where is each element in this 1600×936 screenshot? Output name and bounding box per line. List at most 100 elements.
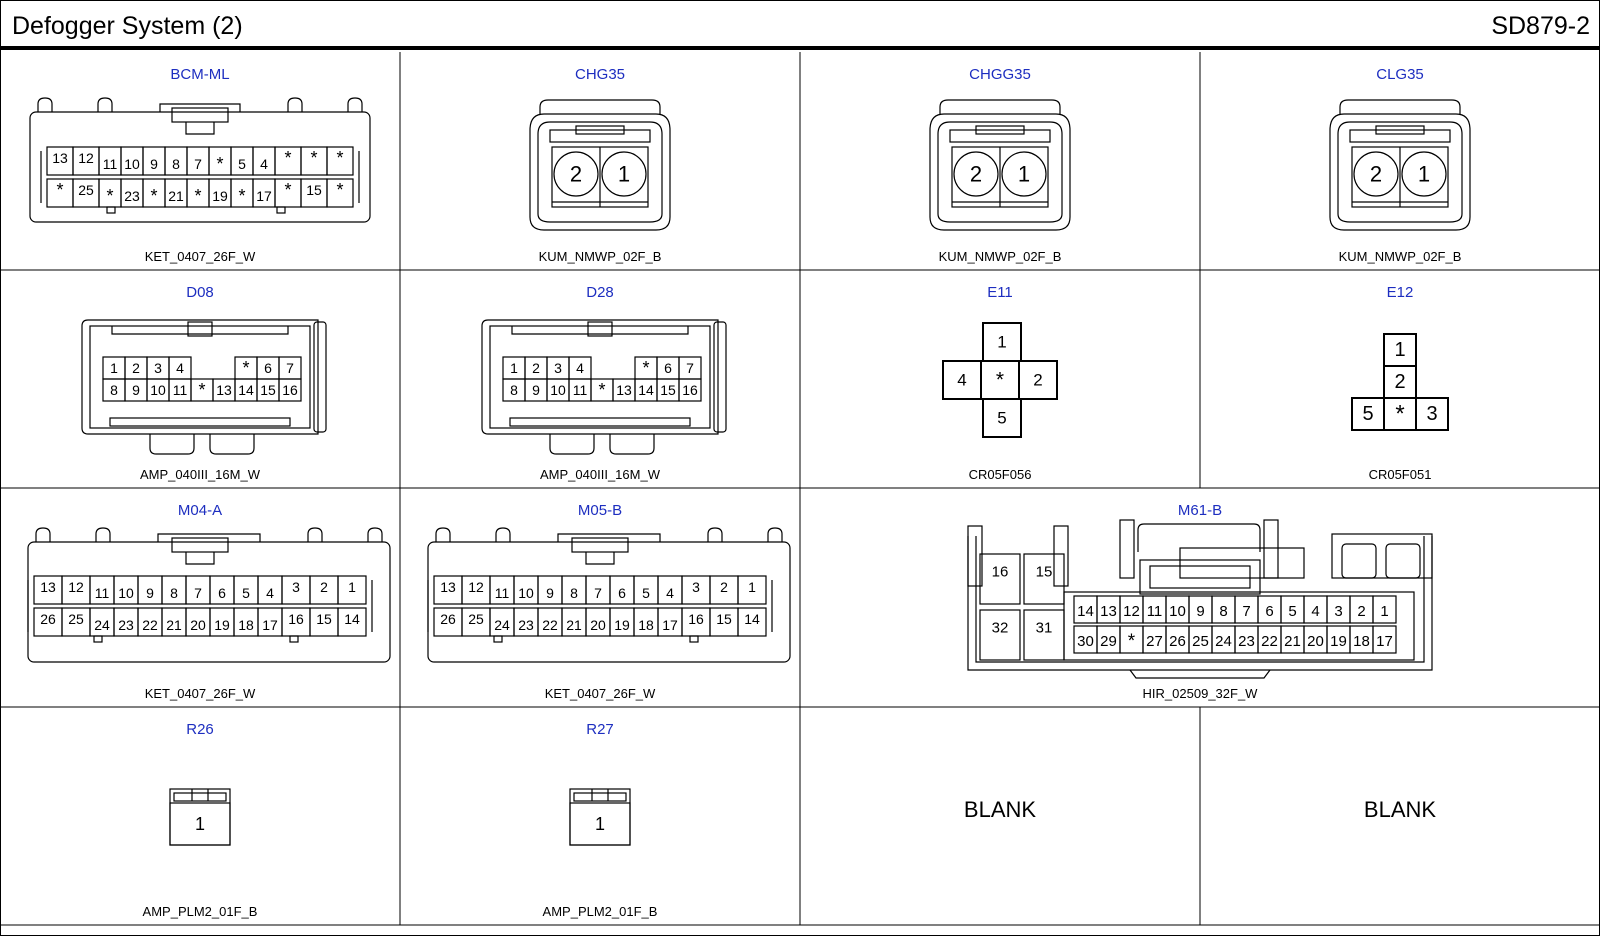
- pin-label: 5: [642, 585, 650, 601]
- pin-label: 17: [256, 188, 272, 204]
- connector-part-number: KET_0407_26F_W: [144, 686, 256, 701]
- pin-label: 9: [1196, 603, 1204, 620]
- pin-label: 23: [1238, 633, 1255, 650]
- pin-label: 1: [1018, 162, 1030, 187]
- connector-name: CHGG35: [969, 66, 1031, 83]
- connector-part-number: KET_0407_26F_W: [144, 249, 256, 264]
- connector-name: E11: [987, 284, 1013, 301]
- pin-label: 8: [570, 585, 578, 601]
- connector-name: M61-B: [1177, 502, 1223, 519]
- pin-empty-marker: *: [336, 180, 343, 200]
- connector-name: D08: [186, 284, 214, 301]
- pin-label: 9: [532, 382, 540, 398]
- pin-label: 3: [1334, 603, 1342, 620]
- pin-label: 25: [68, 611, 84, 627]
- pin-label: 23: [118, 617, 134, 633]
- connector-part-number: KET_0407_26F_W: [544, 686, 656, 701]
- pin-label: 19: [214, 617, 230, 633]
- pin-label: 29: [1100, 633, 1117, 650]
- pin-label: 10: [518, 585, 534, 601]
- pin-label: 10: [124, 156, 140, 172]
- pin-label: 10: [150, 382, 166, 398]
- pin-label: 13: [616, 382, 632, 398]
- pin-label: 1: [997, 333, 1006, 352]
- pin-label: 2: [1370, 162, 1382, 187]
- pin-label: 3: [154, 360, 162, 376]
- pin-label: 1: [348, 579, 356, 595]
- pin-label: 1: [618, 162, 630, 187]
- pin-label: 27: [1146, 633, 1163, 650]
- pin-label: 20: [190, 617, 206, 633]
- connector-drawing: 125*3: [1351, 333, 1449, 431]
- pin-label: 31: [1036, 620, 1053, 637]
- pin-label: 32: [992, 620, 1009, 637]
- pin-label: 4: [260, 156, 268, 172]
- page-title: Defogger System (2): [12, 12, 243, 40]
- pin-label: 14: [238, 382, 254, 398]
- pin-empty-marker: *: [216, 154, 223, 174]
- connector-part-number: CR05F056: [968, 467, 1032, 482]
- pin-empty-marker: *: [194, 186, 201, 206]
- pin-label: 5: [238, 156, 246, 172]
- pin-label: 11: [173, 382, 188, 398]
- connector-part-number: CR05F051: [1368, 467, 1432, 482]
- pin-label: 7: [286, 360, 294, 376]
- pin-label: 3: [554, 360, 562, 376]
- pin-label: 9: [546, 585, 554, 601]
- connector-drawing: 14*25: [942, 322, 1058, 438]
- pin-empty-marker: *: [336, 148, 343, 168]
- pin-label: 2: [570, 162, 582, 187]
- pin-label: 4: [1311, 603, 1319, 620]
- pin-empty-marker: *: [198, 380, 205, 400]
- pin-label: 3: [692, 579, 700, 595]
- pin-label: 20: [590, 617, 606, 633]
- page-code: SD879-2: [1491, 12, 1590, 40]
- pin-label: 1: [510, 360, 518, 376]
- pin-label: 8: [172, 156, 180, 172]
- pin-label: 20: [1307, 633, 1324, 650]
- connector-name: D28: [586, 284, 614, 301]
- pin-label: 24: [1215, 633, 1232, 650]
- pin-label: 17: [1376, 633, 1393, 650]
- pin-label: 17: [662, 617, 678, 633]
- pin-label: 11: [495, 585, 510, 601]
- pin-label: 13: [40, 579, 56, 595]
- page-header: Defogger System (2) SD879-2: [0, 0, 1600, 50]
- pin-label: 1: [110, 360, 118, 376]
- pin-label: 5: [1288, 603, 1296, 620]
- connector-name: BCM-ML: [170, 66, 230, 83]
- pin-label: 21: [566, 617, 582, 633]
- pin-label: 7: [194, 585, 202, 601]
- pin-label: 4: [666, 585, 674, 601]
- pin-label: 14: [344, 611, 360, 627]
- pin-label: 6: [664, 360, 672, 376]
- pin-label: 3: [292, 579, 300, 595]
- pin-label: 5: [242, 585, 250, 601]
- pin-label: 11: [573, 382, 588, 398]
- pin-label: 6: [618, 585, 626, 601]
- blank-label: BLANK: [1363, 797, 1437, 822]
- pin-label: 12: [78, 150, 94, 166]
- pin-label: 22: [542, 617, 558, 633]
- pin-label: 1: [1380, 603, 1388, 620]
- pin-label: 15: [316, 611, 332, 627]
- pin-label: 14: [638, 382, 654, 398]
- pin-label: 30: [1077, 633, 1094, 650]
- pin-label: 12: [1123, 603, 1140, 620]
- pin-label: 25: [1192, 633, 1209, 650]
- connector-drawing: 1326122511241023922821720619518417316215…: [27, 527, 391, 663]
- pin-empty-marker: *: [1128, 631, 1136, 652]
- pin-label: 5: [1362, 403, 1373, 425]
- pin-empty-marker: *: [150, 186, 157, 206]
